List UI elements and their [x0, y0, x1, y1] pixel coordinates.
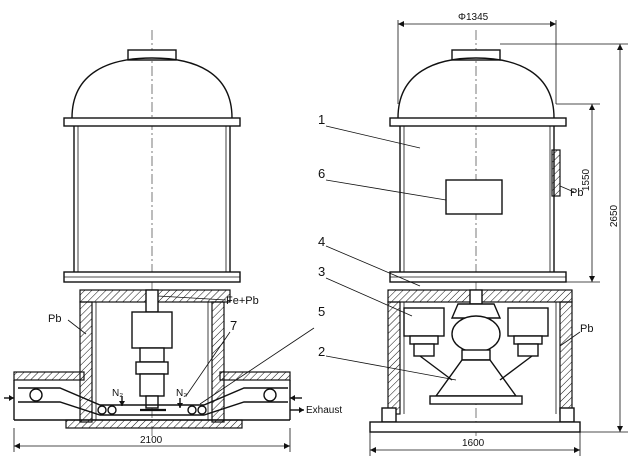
left-side-channel-top-r — [219, 371, 291, 381]
right-dim-2650: 2650 — [609, 204, 620, 227]
label-pb-side: Pb — [580, 323, 593, 335]
label-4: 4 — [318, 234, 325, 249]
label-fe-pb: Fe+Pb — [226, 295, 259, 307]
leader-7 — [185, 331, 231, 397]
left-dim-width: 2100 — [140, 435, 163, 446]
left-upper-flange — [63, 117, 241, 127]
leader-1 — [325, 125, 421, 149]
left-top-nozzle — [127, 49, 177, 61]
label-n2-left: N₂ — [112, 388, 123, 399]
label-3: 3 — [318, 264, 325, 279]
left-assembly: Fe+Pb Pb 7 5 N₂ N₂ Exhaust 2100 — [4, 30, 342, 452]
label-5: 5 — [318, 304, 325, 319]
left-central-unit — [131, 311, 173, 349]
left-side-channel-top-l — [13, 371, 85, 381]
left-housing-wall-left — [79, 301, 93, 423]
right-device-right — [507, 307, 549, 337]
right-assembly: Φ1345 — [318, 12, 628, 456]
leader-4 — [325, 245, 421, 287]
left-conveyor — [18, 387, 288, 406]
right-dim-diameter: Φ1345 — [458, 12, 489, 23]
label-2: 2 — [318, 344, 325, 359]
right-housing-wall-left — [387, 301, 401, 415]
right-dome — [397, 57, 555, 119]
right-central-rotor — [451, 315, 501, 353]
left-dome — [71, 57, 233, 119]
left-base-plate — [65, 419, 243, 429]
right-upper-flange — [389, 117, 567, 127]
right-base-plate — [369, 421, 581, 433]
label-n2-right: N₂ — [176, 388, 187, 399]
leader-3 — [325, 277, 413, 317]
label-1: 1 — [318, 112, 325, 127]
leader-2 — [325, 355, 457, 381]
leader-fe-pb — [157, 295, 227, 301]
right-top-nozzle — [451, 49, 501, 61]
right-cone — [434, 359, 518, 397]
leader-pb-side — [559, 331, 581, 347]
label-6: 6 — [318, 166, 325, 181]
label-pb-left: Pb — [48, 313, 61, 325]
leader-6 — [325, 179, 447, 201]
right-device-left — [403, 307, 445, 337]
label-exhaust: Exhaust — [306, 405, 342, 416]
right-window — [445, 179, 503, 215]
leader-pb-top — [559, 185, 575, 193]
leader-pb-left — [67, 319, 87, 335]
right-dim-width: 1600 — [462, 438, 485, 449]
right-side-port — [551, 149, 561, 197]
label-7: 7 — [230, 318, 237, 333]
right-housing-wall-right — [559, 301, 573, 415]
leader-5 — [199, 327, 315, 405]
label-pb-top: Pb — [570, 187, 583, 199]
right-dim-1550: 1550 — [581, 168, 592, 191]
left-housing-wall-right — [211, 301, 225, 423]
